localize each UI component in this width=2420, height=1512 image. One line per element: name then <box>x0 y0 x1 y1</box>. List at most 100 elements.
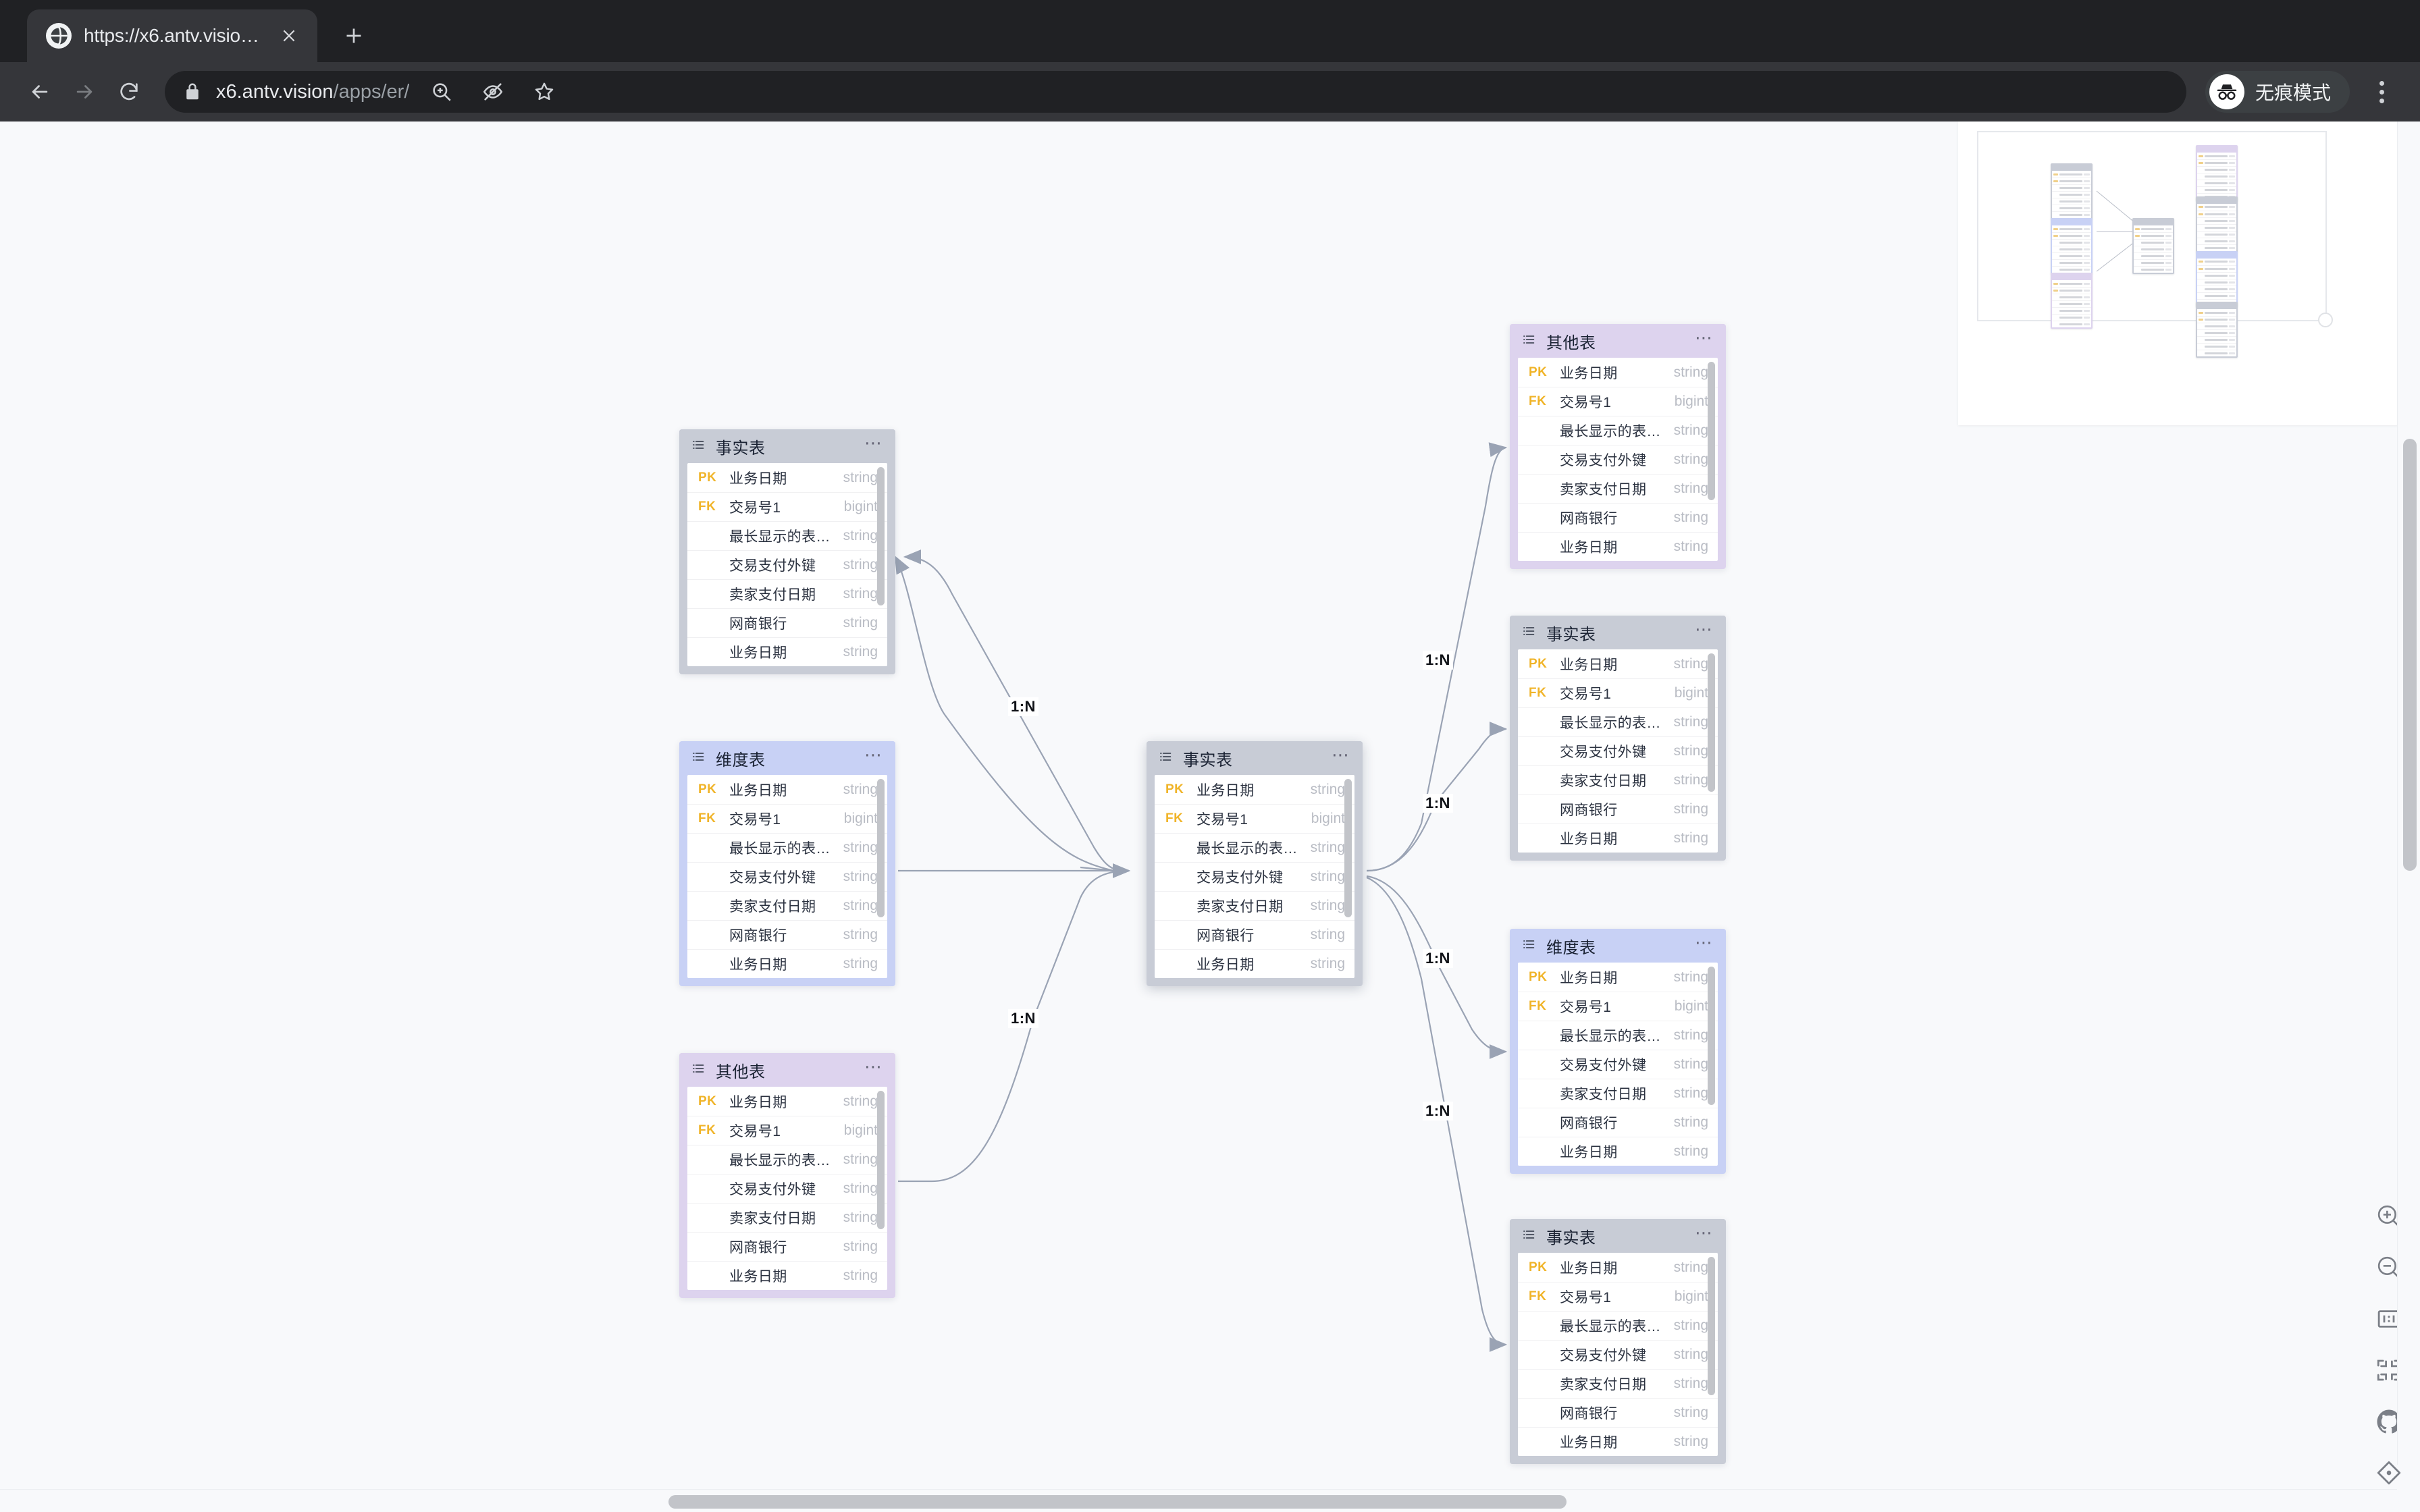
zoom-magnifier-icon[interactable] <box>423 73 461 111</box>
er-table-header[interactable]: 维度表⋯ <box>679 741 895 775</box>
more-horizontal-icon[interactable]: ⋯ <box>864 745 883 765</box>
er-table-scrollbar[interactable] <box>1708 362 1715 500</box>
er-table-row[interactable]: 最长显示的表单名最长...string <box>1518 1021 1718 1050</box>
more-horizontal-icon[interactable]: ⋯ <box>1695 619 1714 639</box>
more-horizontal-icon[interactable]: ⋯ <box>1695 327 1714 348</box>
plus-icon[interactable] <box>332 14 375 57</box>
er-table-row[interactable]: 最长显示的表单名最长...string <box>687 521 887 550</box>
er-table-header[interactable]: 事实表⋯ <box>1510 1219 1726 1253</box>
address-bar[interactable]: x6.antv.vision/apps/er/ <box>165 71 2186 113</box>
horizontal-scrollbar[interactable] <box>0 1489 2397 1512</box>
arrow-left-icon[interactable] <box>19 71 61 113</box>
more-horizontal-icon[interactable]: ⋯ <box>864 433 883 453</box>
er-table-header[interactable]: 维度表⋯ <box>1510 929 1726 963</box>
vertical-scrollbar[interactable] <box>2397 122 2420 1465</box>
er-table-header[interactable]: 其他表⋯ <box>679 1053 895 1087</box>
er-table-row[interactable]: 最长显示的表单名最长...string <box>687 833 887 862</box>
reload-icon[interactable] <box>108 71 150 113</box>
er-table-scrollbar[interactable] <box>1708 653 1715 792</box>
arrow-right-icon[interactable] <box>63 71 105 113</box>
close-icon[interactable] <box>274 21 304 51</box>
er-table-row[interactable]: 最长显示的表单名最长...string <box>1518 707 1718 736</box>
github-icon[interactable] <box>2371 1404 2406 1439</box>
resize-handle-icon[interactable] <box>2318 313 2333 327</box>
er-table-row[interactable]: 最长显示的表单名最长...string <box>1518 1311 1718 1340</box>
er-table-header[interactable]: 其他表⋯ <box>1510 324 1726 358</box>
star-icon[interactable] <box>525 73 563 111</box>
er-table-scrollbar[interactable] <box>877 779 885 917</box>
minimap[interactable] <box>1958 122 2420 425</box>
er-table-header[interactable]: 事实表⋯ <box>1147 741 1363 775</box>
more-horizontal-icon[interactable]: ⋯ <box>864 1056 883 1077</box>
er-table-header[interactable]: 事实表⋯ <box>1510 616 1726 649</box>
er-table-row[interactable]: 最长显示的表单名最长...string <box>1518 416 1718 445</box>
incognito-profile-chip[interactable]: 无痕模式 <box>2205 71 2350 113</box>
er-table-row[interactable]: 最长显示的表单名最长...string <box>687 1145 887 1174</box>
er-table-header[interactable]: 事实表⋯ <box>679 429 895 463</box>
more-horizontal-icon[interactable]: ⋯ <box>1695 932 1714 952</box>
antv-logo-icon[interactable] <box>2371 1455 2406 1490</box>
er-table-scrollbar[interactable] <box>1708 1257 1715 1395</box>
horizontal-scrollbar-thumb[interactable] <box>668 1495 1567 1509</box>
er-table-scrollbar[interactable] <box>877 467 885 605</box>
er-table-row[interactable]: 最长显示的表单名最长...string <box>1155 833 1354 862</box>
vertical-scrollbar-thumb[interactable] <box>2403 439 2417 871</box>
browser-tab[interactable]: https://x6.antv.vision/apps/er/ <box>27 9 317 62</box>
